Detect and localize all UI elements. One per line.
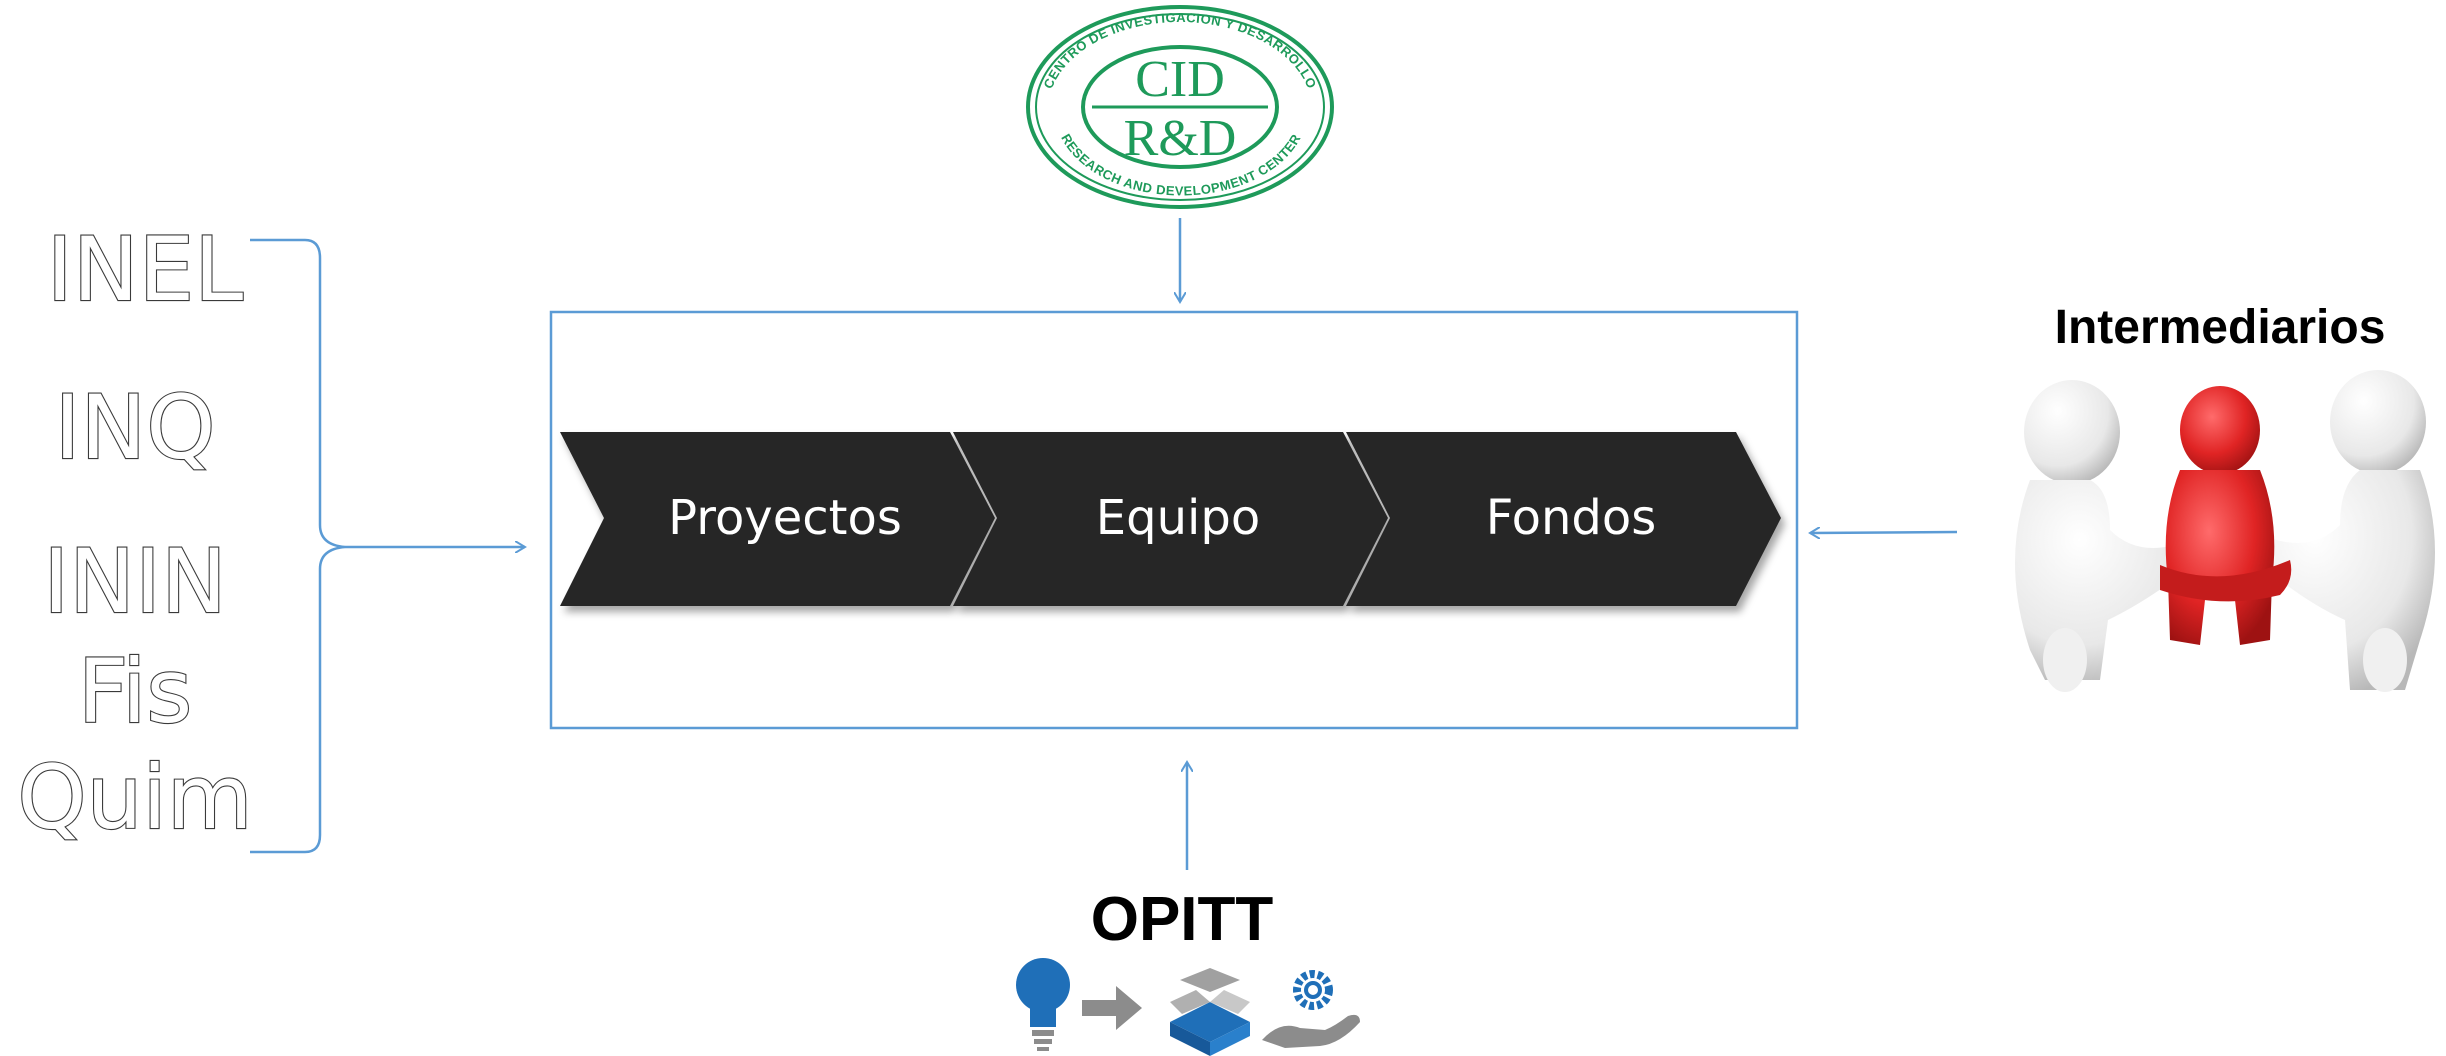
seal-main-bottom: R&D [1124, 110, 1237, 167]
opitt-label: OPITT [1091, 885, 1274, 954]
gear-hand-icon [1262, 970, 1360, 1048]
chevron-fondos [1346, 432, 1781, 606]
group-label-fis: Fis [78, 640, 193, 743]
step-label-equipo: Equipo [1096, 490, 1260, 546]
cid-seal-logo: CENTRO DE INVESTIGACION Y DESARROLLO RES… [1026, 5, 1334, 209]
handshake-figures-icon [2015, 370, 2435, 692]
arrow-right-icon [1082, 986, 1142, 1030]
group-label-inel: INEL [47, 218, 243, 321]
step-label-proyectos: Proyectos [668, 490, 902, 546]
chevron-equipo [953, 432, 1388, 606]
open-box-icon [1170, 968, 1250, 1056]
left-brace [250, 238, 346, 854]
intermediaries-arrow [1810, 532, 1958, 533]
left-group-labels: INEL INQ ININ Fis Quim [16, 217, 253, 850]
central-box [549, 310, 1799, 730]
step-label-fondos: Fondos [1486, 490, 1657, 546]
group-label-inin: ININ [43, 530, 227, 633]
lightbulb-icon [1016, 958, 1070, 1051]
seal-main-top: CID [1135, 51, 1225, 108]
process-chevrons [560, 432, 1781, 606]
chevron-proyectos [560, 432, 995, 606]
intermediaries-label: Intermediarios [2055, 301, 2386, 354]
group-label-quim: Quim [17, 746, 252, 849]
group-label-inq: INQ [54, 376, 215, 479]
opitt-icons [1016, 958, 1360, 1056]
